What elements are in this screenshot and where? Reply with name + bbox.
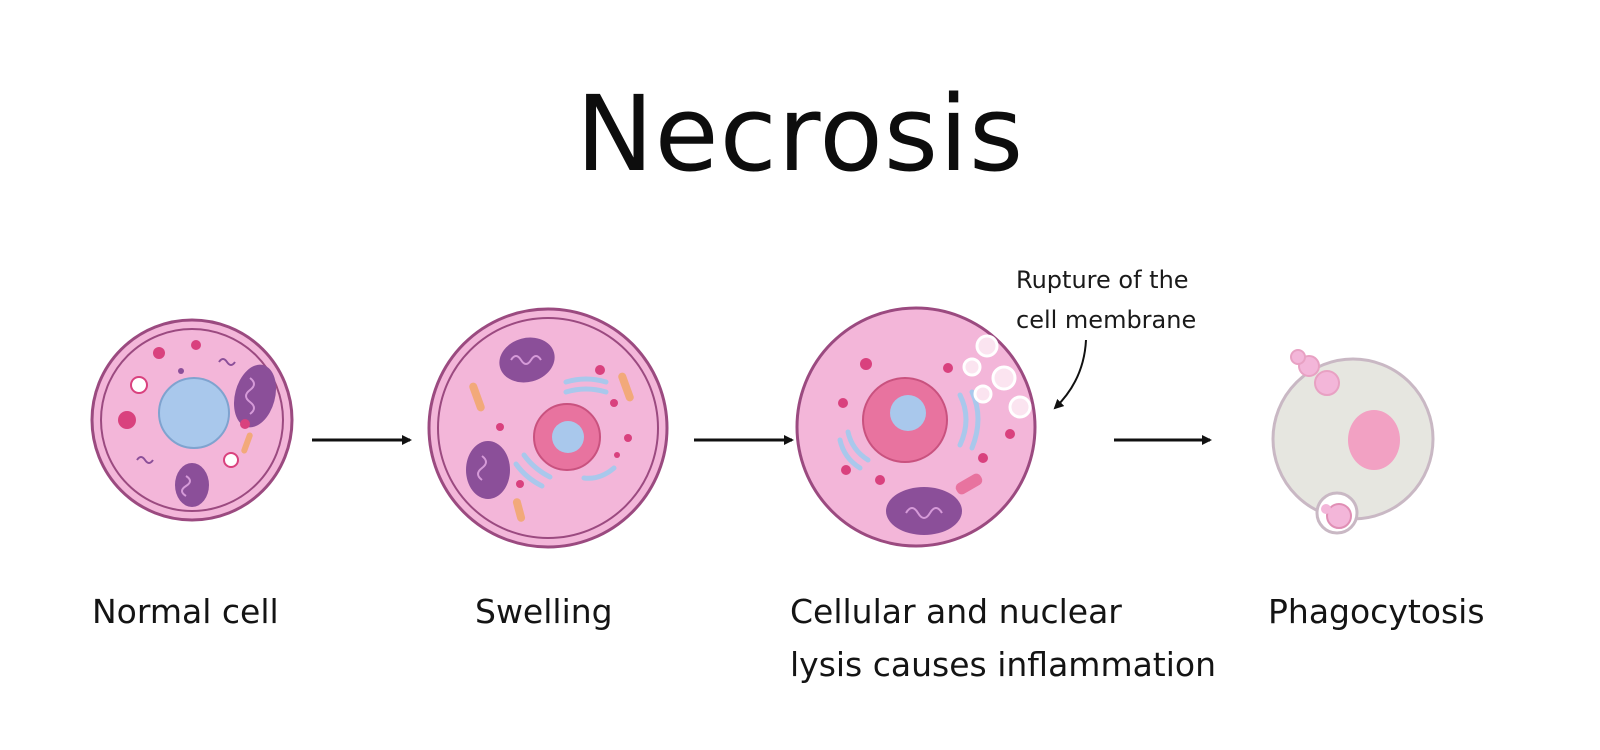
annotation-pointer xyxy=(1053,339,1087,410)
membrane-rupture-annotation: Rupture of the cell membrane xyxy=(1016,260,1196,340)
mitochondrion xyxy=(233,364,277,428)
annotation-line-1: Rupture of the xyxy=(1016,266,1189,294)
phagocytosed-cell xyxy=(1271,349,1435,535)
mitochondrion xyxy=(886,487,962,535)
stage-label-swelling: Swelling xyxy=(475,592,613,631)
nucleus xyxy=(158,377,230,449)
stage-label-lysis-line-2: lysis causes inflammation xyxy=(790,645,1217,684)
normal-cell xyxy=(90,318,294,522)
nucleus xyxy=(1348,410,1400,470)
mitochondrion xyxy=(466,441,510,499)
swelling-cell xyxy=(427,307,669,549)
mitochondrion xyxy=(175,463,209,507)
stage-label-normal-cell: Normal cell xyxy=(92,592,279,631)
annotation-line-2: cell membrane xyxy=(1016,306,1197,334)
stage-label-lysis-line-1: Cellular and nuclear xyxy=(790,592,1122,631)
lysing-cell xyxy=(795,306,1037,548)
released-vesicles xyxy=(962,334,1032,419)
mitochondrion xyxy=(499,337,555,383)
stage-label-lysis: Cellular and nuclear lysis causes inflam… xyxy=(790,585,1216,691)
golgi-apparatus xyxy=(513,376,617,489)
golgi-apparatus xyxy=(837,389,981,471)
stage-label-phagocytosis: Phagocytosis xyxy=(1268,592,1485,631)
diagram-title: Necrosis xyxy=(575,73,1025,195)
